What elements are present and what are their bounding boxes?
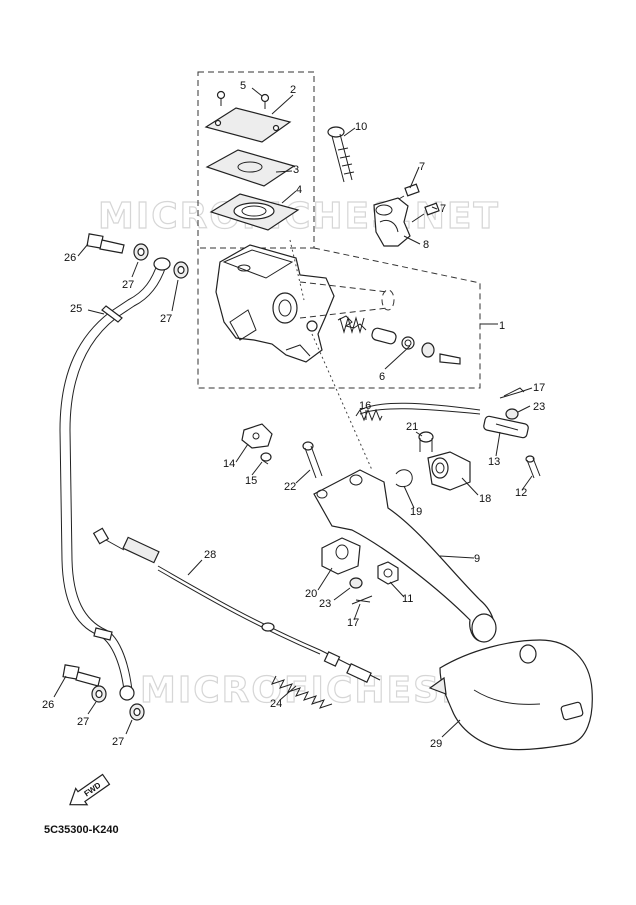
label-17-upper: 17 <box>533 382 545 394</box>
cap-screws <box>216 90 270 109</box>
diagram-code: 5C35300-K240 <box>44 824 119 836</box>
leader-lines <box>53 87 533 738</box>
lever-holder <box>418 431 471 491</box>
label-10: 10 <box>355 121 367 133</box>
label-7-upper: 7 <box>419 161 425 173</box>
label-1: 1 <box>499 320 505 332</box>
label-13: 13 <box>488 456 500 468</box>
lever-switch <box>241 423 273 449</box>
brake-hose <box>59 257 171 701</box>
label-23-upper: 23 <box>533 401 545 413</box>
label-26-upper: 26 <box>64 252 76 264</box>
label-5: 5 <box>240 80 246 92</box>
handlebar-clamp <box>373 197 411 247</box>
lever-nut <box>377 561 399 585</box>
label-9: 9 <box>474 553 480 565</box>
retaining-clip <box>395 469 413 488</box>
label-27-lower-right: 27 <box>112 736 124 748</box>
label-8: 8 <box>423 239 429 251</box>
label-25: 25 <box>70 303 82 315</box>
banjo-bolt-bottom <box>62 664 101 687</box>
label-15: 15 <box>245 475 257 487</box>
label-11: 11 <box>402 593 413 605</box>
label-6: 6 <box>379 371 385 383</box>
fwd-arrow: FWD <box>69 773 111 806</box>
label-22: 22 <box>284 481 296 493</box>
banjo-bolt-top <box>86 233 125 254</box>
label-28: 28 <box>204 549 216 561</box>
label-7-lower: 7 <box>440 203 446 215</box>
assembly-box-lower <box>197 247 481 389</box>
lever-pivot-pin <box>302 441 323 479</box>
pivot-bolt <box>327 126 355 183</box>
clutch-lever <box>313 469 497 643</box>
switch-screw <box>260 452 272 465</box>
watermark-top: MICROFICHES.NET <box>98 196 500 237</box>
label-27-upper-right: 27 <box>160 313 172 325</box>
label-21: 21 <box>406 421 418 433</box>
cable-holder <box>321 537 361 575</box>
cable-adjuster-bracket <box>359 387 529 439</box>
master-cylinder-body <box>215 244 335 363</box>
label-24: 24 <box>270 698 282 710</box>
label-20: 20 <box>305 588 317 600</box>
washers-top <box>133 243 189 279</box>
label-4: 4 <box>296 184 302 196</box>
label-23-lower: 23 <box>319 598 331 610</box>
cable-spring <box>271 675 333 709</box>
label-12: 12 <box>515 487 527 499</box>
label-27-upper-left: 27 <box>122 279 134 291</box>
label-19: 19 <box>410 506 422 518</box>
label-16: 16 <box>359 400 371 412</box>
washer-lower <box>349 577 363 589</box>
return-spring <box>355 408 383 422</box>
label-18: 18 <box>479 493 491 505</box>
label-17-lower: 17 <box>347 617 359 629</box>
washers-bottom <box>91 685 145 721</box>
clevis-pin <box>525 455 541 479</box>
label-3: 3 <box>293 164 299 176</box>
label-29: 29 <box>430 738 442 750</box>
piston-kit <box>337 315 461 365</box>
reservoir-cap <box>204 107 292 143</box>
reservoir-diaphragm <box>209 193 300 231</box>
clutch-cable <box>92 527 381 683</box>
label-14: 14 <box>223 458 235 470</box>
clamp-bolts <box>391 183 440 223</box>
label-27-lower-left: 27 <box>77 716 89 728</box>
label-2: 2 <box>290 84 296 96</box>
part-labels: 1 2 3 4 5 6 7 7 8 9 10 11 12 13 14 15 16… <box>42 80 545 750</box>
label-26-lower: 26 <box>42 699 54 711</box>
lever-cover <box>428 639 593 751</box>
cotter-pin-lower <box>351 595 373 605</box>
reservoir-plate <box>205 149 296 187</box>
